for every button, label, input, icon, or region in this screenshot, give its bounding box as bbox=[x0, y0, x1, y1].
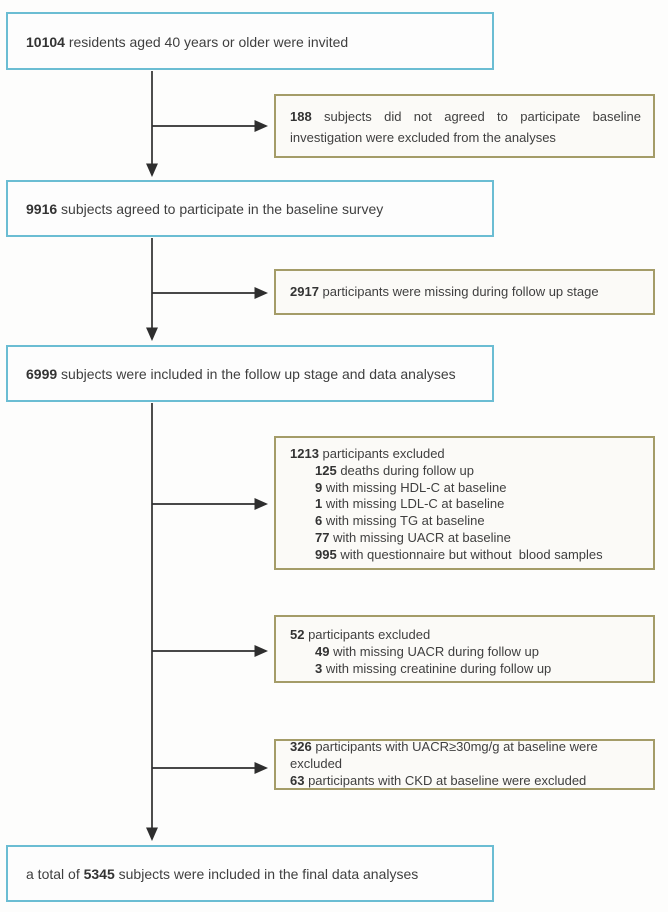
flow-box-final-analyses: a total of 5345 subjects were included i… bbox=[6, 845, 494, 902]
exclusion-text: with missing UACR during follow up bbox=[329, 643, 539, 659]
flow-box-invited: 10104 residents aged 40 years or older w… bbox=[6, 12, 494, 70]
exclusion-line: 125 deaths during follow up bbox=[290, 463, 641, 480]
exclusion-line: 995 with questionnaire but without blood… bbox=[290, 547, 641, 564]
box-text-final-analyses: a total of 5345 subjects were included i… bbox=[26, 866, 418, 883]
label-final-analyses: subjects were included in the final data… bbox=[114, 866, 419, 883]
exclusion-line: 1213 participants excluded bbox=[290, 446, 641, 463]
exclusion-line: 3 with missing creatinine during follow … bbox=[290, 661, 641, 678]
exclusion-text: participants were missing during follow … bbox=[318, 283, 599, 299]
box-text-baseline-survey: 9916 subjects agreed to participate in t… bbox=[26, 201, 383, 218]
count-baseline-survey: 9916 bbox=[26, 201, 58, 218]
exclusion-line: 6 with missing TG at baseline bbox=[290, 513, 641, 530]
exclusion-box-1213-excluded: 1213 participants excluded 125 deaths du… bbox=[274, 436, 655, 570]
exclusion-line: 52 participants excluded bbox=[290, 627, 641, 644]
exclusion-count: 995 bbox=[315, 546, 337, 562]
exclusion-text: participants excluded bbox=[318, 446, 445, 461]
count-final-analyses: 5345 bbox=[83, 866, 115, 883]
exclusion-line: 9 with missing HDL-C at baseline bbox=[290, 480, 641, 497]
exclusion-text: with missing TG at baseline bbox=[322, 513, 485, 529]
label-baseline-survey: subjects agreed to participate in the ba… bbox=[57, 201, 384, 218]
label-follow-up: subjects were included in the follow up … bbox=[57, 366, 456, 383]
flow-box-follow-up: 6999 subjects were included in the follo… bbox=[6, 345, 494, 402]
exclusion-box-missing-follow-up: 2917 participants were missing during fo… bbox=[274, 269, 655, 315]
exclusion-count: 52 bbox=[290, 627, 305, 642]
exclusion-count: 326 bbox=[290, 739, 312, 755]
exclusion-count: 2917 bbox=[290, 283, 319, 299]
prefix-final-analyses: a total of bbox=[26, 866, 84, 883]
box-text-follow-up: 6999 subjects were included in the follo… bbox=[26, 366, 456, 383]
count-invited: 10104 bbox=[26, 33, 65, 50]
exclusion-box-52-excluded: 52 participants excluded 49 with missing… bbox=[274, 615, 655, 683]
exclusion-count: 49 bbox=[315, 643, 330, 659]
exclusion-line: 77 with missing UACR at baseline bbox=[290, 530, 641, 547]
box-text-invited: 10104 residents aged 40 years or older w… bbox=[26, 34, 348, 51]
exclusion-line: 2917 participants were missing during fo… bbox=[290, 284, 641, 301]
label-invited: residents aged 40 years or older were in… bbox=[64, 33, 349, 50]
exclusion-text: subjects did not agreed to participate b… bbox=[290, 109, 641, 145]
exclusion-count: 63 bbox=[290, 772, 305, 788]
exclusion-line: 326 participants with UACR≥30mg/g at bas… bbox=[290, 739, 641, 773]
exclusion-line: 1 with missing LDL-C at baseline bbox=[290, 496, 641, 513]
exclusion-text: with missing UACR at baseline bbox=[329, 529, 511, 545]
exclusion-text: participants with UACR≥30mg/g at baselin… bbox=[290, 739, 602, 772]
exclusion-text: participants excluded bbox=[304, 627, 431, 642]
exclusion-text: participants with CKD at baseline were e… bbox=[304, 772, 587, 788]
count-follow-up: 6999 bbox=[26, 366, 58, 383]
exclusion-line: 63 participants with CKD at baseline wer… bbox=[290, 773, 641, 790]
exclusion-count: 1 bbox=[315, 496, 323, 512]
exclusion-text: with missing LDL-C at baseline bbox=[322, 496, 505, 512]
flow-box-baseline-survey: 9916 subjects agreed to participate in t… bbox=[6, 180, 494, 237]
exclusion-text: deaths during follow up bbox=[336, 462, 475, 478]
exclusion-count: 6 bbox=[315, 513, 323, 529]
exclusion-box-not-agreed: 188 subjects did not agreed to participa… bbox=[274, 94, 655, 158]
exclusion-text: with missing HDL-C at baseline bbox=[322, 479, 507, 495]
exclusion-count: 188 bbox=[290, 109, 312, 124]
exclusion-text: with questionnaire but without blood sam… bbox=[336, 546, 603, 562]
exclusion-box-uacr-ckd: 326 participants with UACR≥30mg/g at bas… bbox=[274, 739, 655, 790]
exclusion-count: 125 bbox=[315, 462, 337, 478]
exclusion-text: with missing creatinine during follow up bbox=[322, 660, 552, 676]
exclusion-count: 3 bbox=[315, 660, 323, 676]
exclusion-count: 9 bbox=[315, 479, 323, 495]
exclusion-line: 49 with missing UACR during follow up bbox=[290, 644, 641, 661]
exclusion-count: 77 bbox=[315, 529, 330, 545]
exclusion-count: 1213 bbox=[290, 446, 319, 461]
exclusion-line: 188 subjects did not agreed to participa… bbox=[290, 106, 641, 148]
